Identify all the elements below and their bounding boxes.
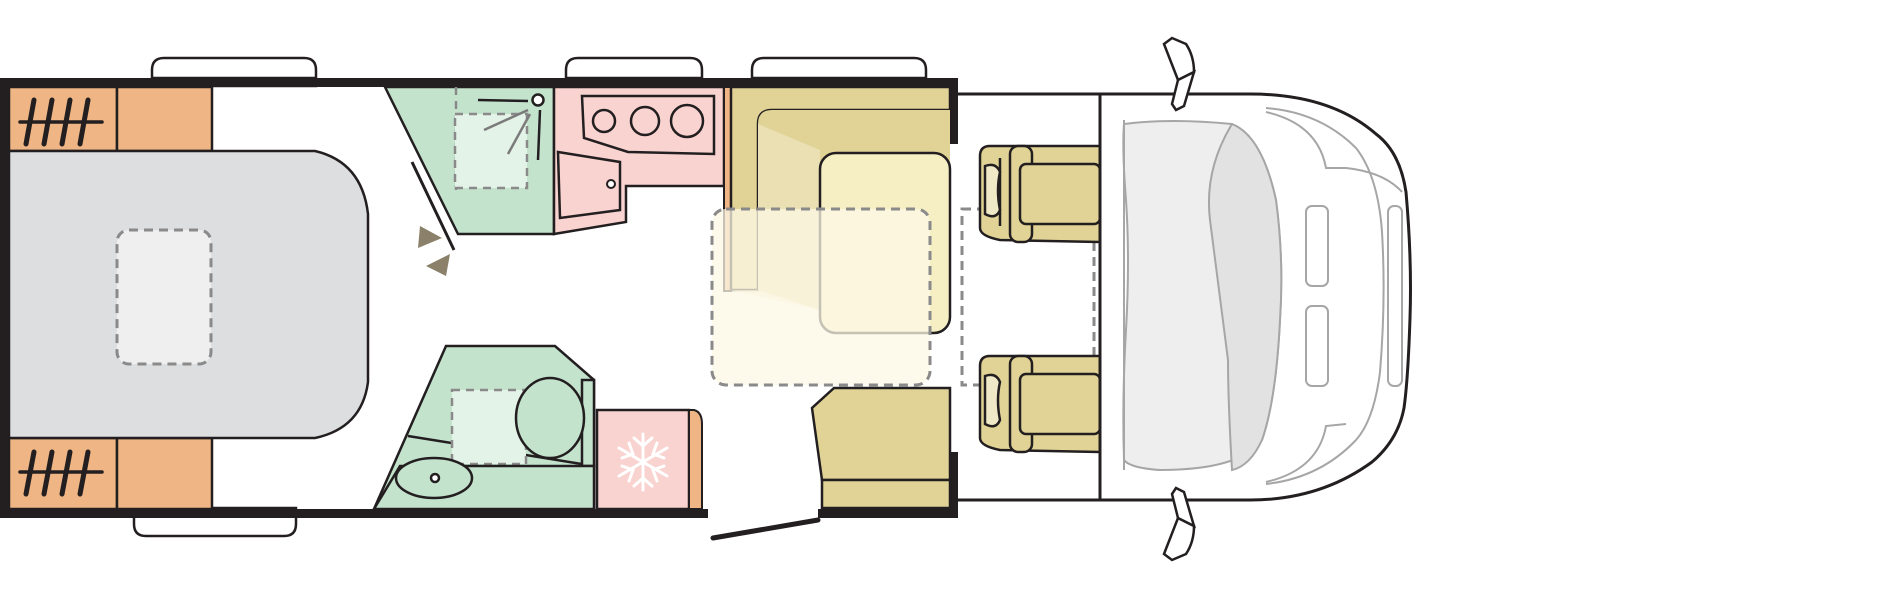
burner [669,103,705,139]
mirror-icon [1162,486,1197,562]
kitchen-sink [556,150,622,220]
shower-tray [453,112,529,190]
burner [629,105,661,137]
cab-seat-passenger [978,144,1110,244]
cab-seat-driver [978,354,1110,454]
burner [591,108,617,134]
washbasin-icon [394,456,474,500]
wall-bottom-rear [0,509,708,518]
shower-head-icon [477,93,545,161]
wall-rear [0,78,9,518]
table-extension-dashed [710,207,932,387]
wall-bottom-front [818,509,958,518]
side-bench-base [820,478,952,510]
hob-burners [591,103,705,139]
washroom-mat-dashed [450,388,528,466]
entry-door [710,517,821,541]
radiator-icon [18,449,104,497]
fridge-side-panel [688,409,703,510]
bed-dashed-area [115,228,213,366]
wall-front-bottom [950,452,958,518]
fridge [595,408,691,511]
wall-front-top [950,78,958,144]
sink-drain [606,179,616,189]
rear-storage-top [7,85,214,153]
storage-cabinet [115,436,214,511]
driver-cab [1098,92,1412,502]
wall-top [0,78,958,87]
cab-detail-lines [1123,107,1403,485]
cooktop-burner-icon [580,94,716,156]
walls [0,78,958,518]
entry-arrow-icon [426,254,450,276]
snowflake-icon [617,432,669,492]
entry-arrow-icon [418,226,442,248]
radiator-icon [18,97,104,147]
side-bench [810,386,952,482]
shower-door [410,161,456,251]
storage-cabinet [115,85,214,153]
mirror-icon [1162,36,1197,112]
windshield [1207,122,1283,472]
